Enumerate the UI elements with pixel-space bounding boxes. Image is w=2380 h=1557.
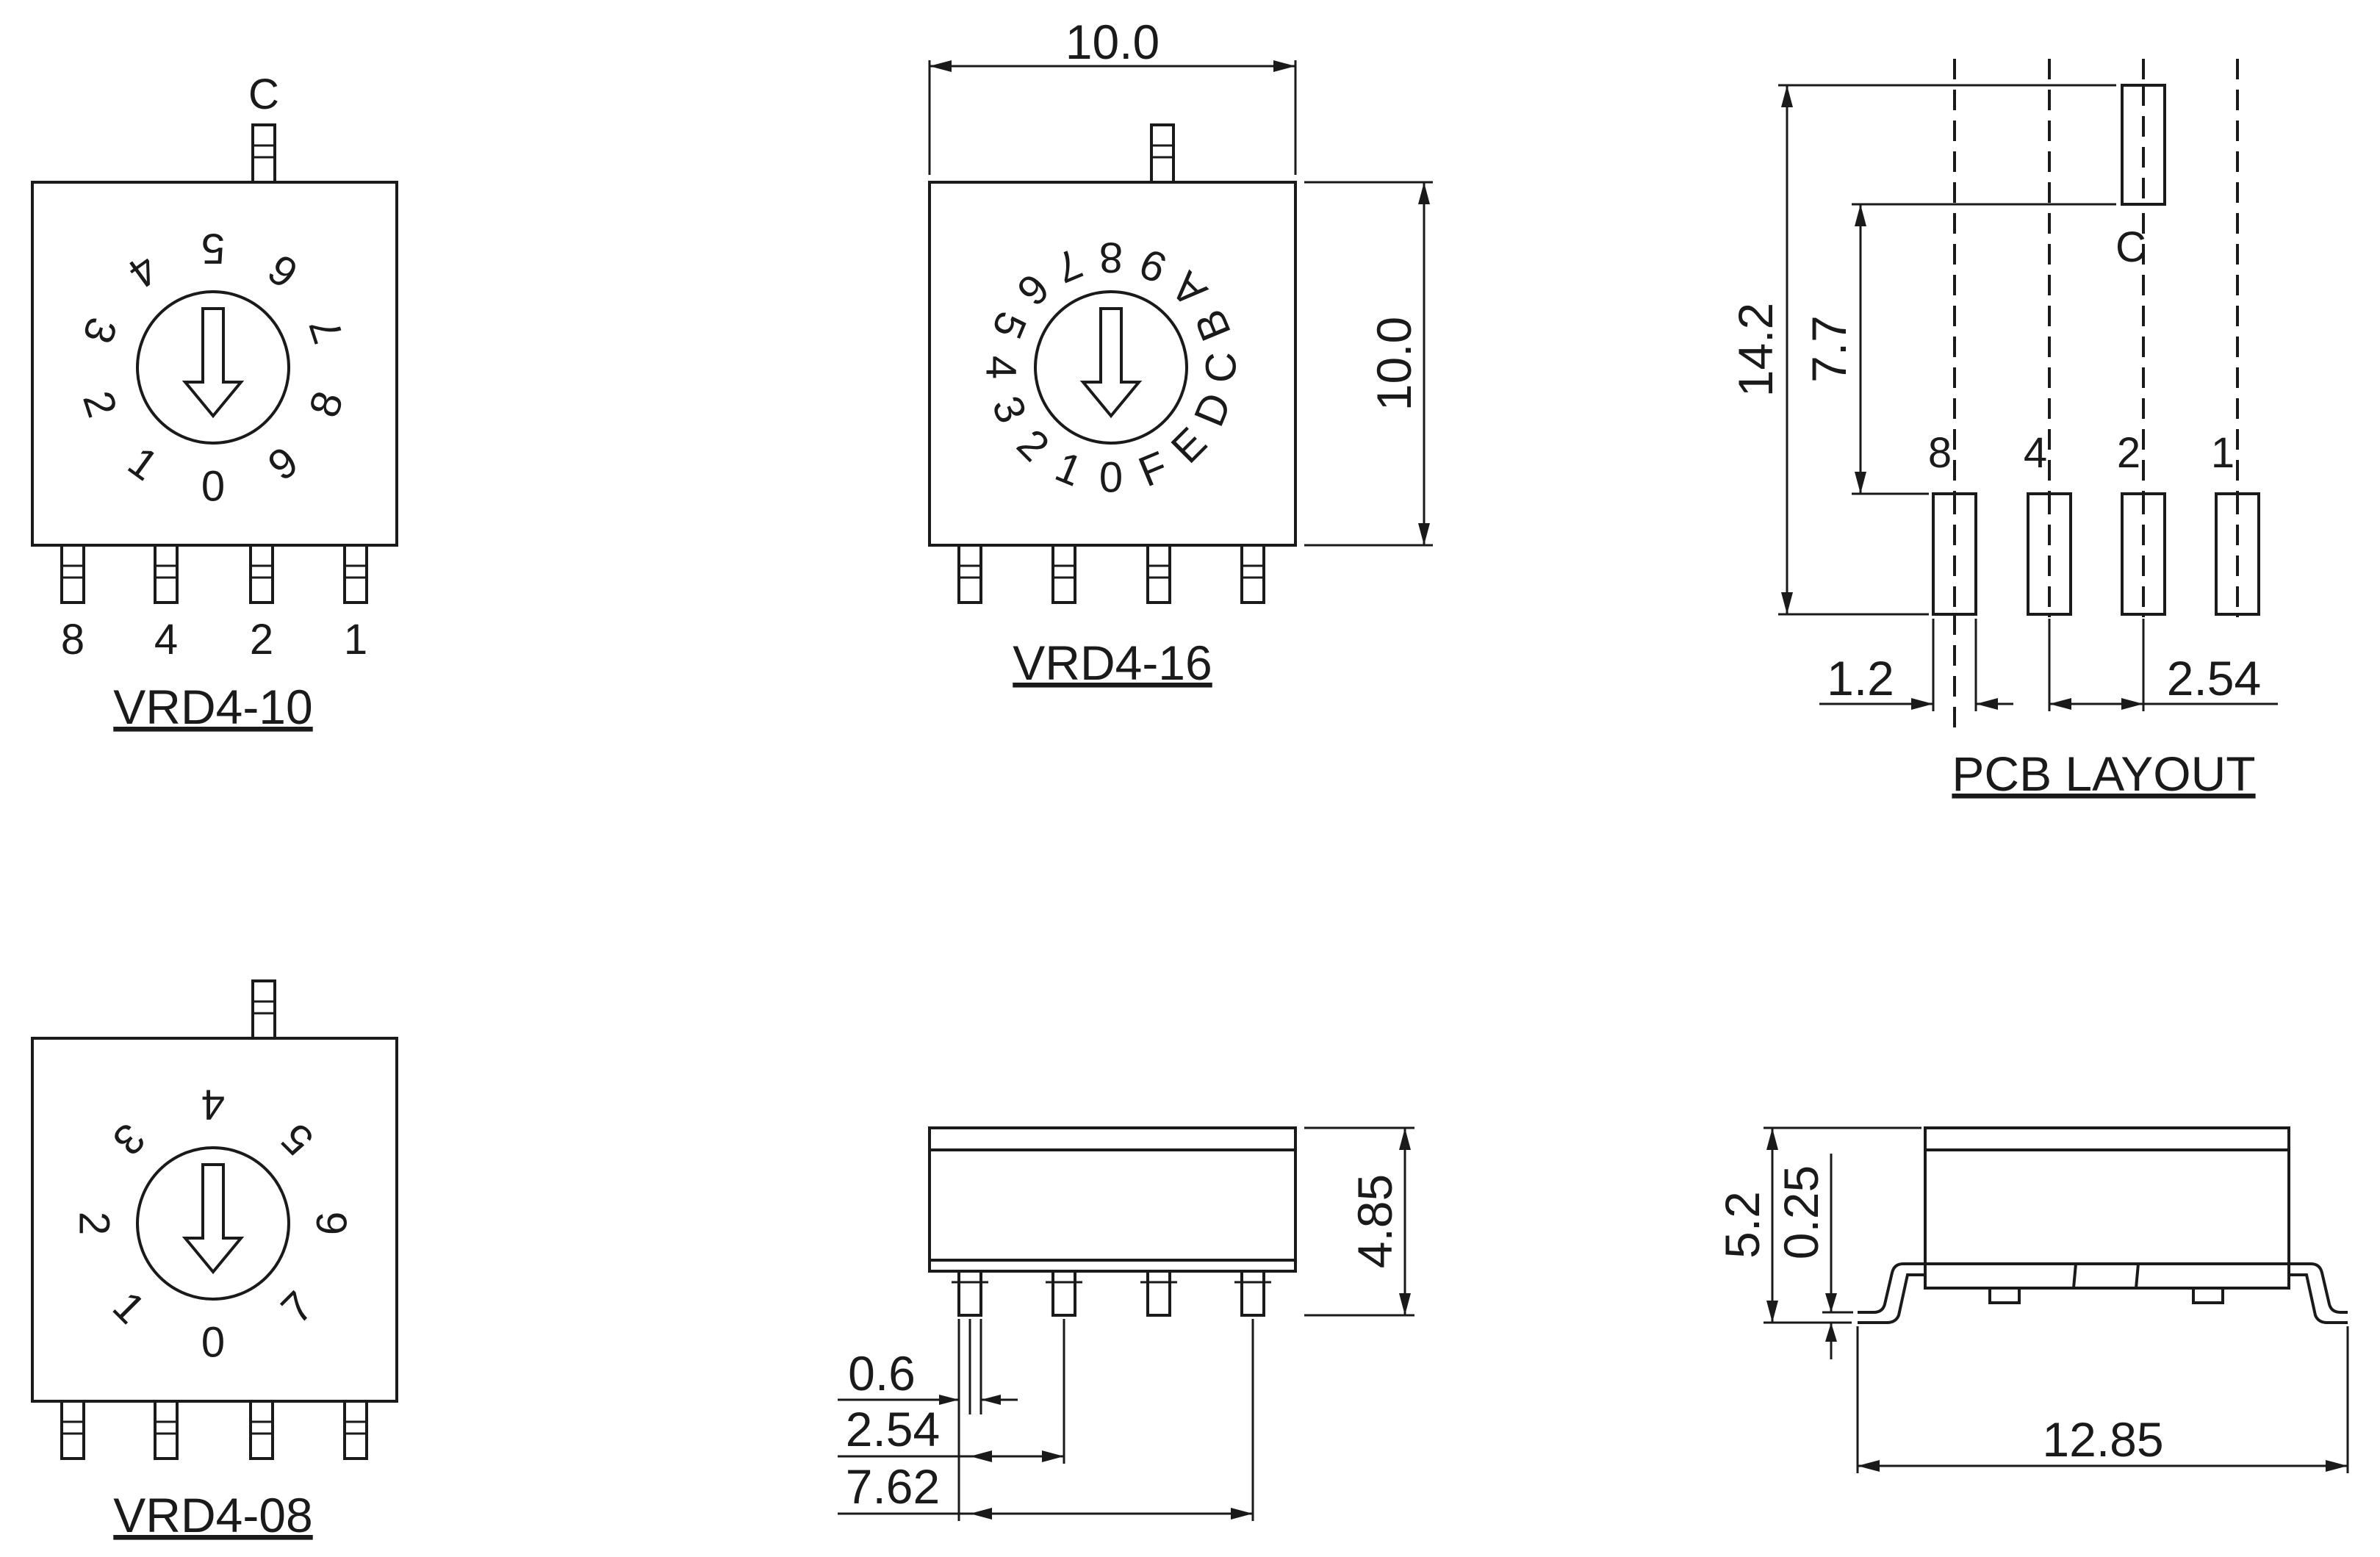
pcb-layout-title: PCB LAYOUT (1952, 747, 2255, 801)
vrd4-16-dial-label: 0 (1099, 454, 1123, 502)
vrd4-10-bottom-pins (60, 544, 368, 604)
pcb-common-label: C (2115, 223, 2146, 271)
side-view-lead-right (2289, 1262, 2348, 1324)
vrd4-10-common-pin (251, 123, 276, 184)
front-view-pins (952, 1270, 1271, 1317)
vrd4-10-dial-label: 5 (201, 225, 225, 273)
side-view-foot-right (2192, 1287, 2224, 1304)
front-view-body (928, 1126, 1297, 1273)
front-view-span-dim: 7.62 (846, 1459, 940, 1514)
vrd4-10-arrow-icon (181, 307, 245, 419)
vrd4-16-height-dim: 10.0 (1367, 317, 1421, 411)
side-view: 5.2 0.25 12.85 (1715, 1126, 2349, 1473)
pcb-pad-offset-dim: 7.7 (1802, 315, 1856, 383)
vrd4-08-arrow-icon (181, 1163, 245, 1275)
vrd4-16-dial-label: 8 (1099, 234, 1123, 281)
vrd4-16-title: VRD4-16 (1013, 636, 1212, 690)
side-view-length-dim: 12.85 (2042, 1412, 2163, 1467)
side-view-standoff-dim: 0.25 (1774, 1165, 1828, 1259)
vrd4-08-rotor (136, 1146, 290, 1301)
vrd4-08-bottom-pins (60, 1400, 368, 1460)
vrd4-10-pin-label-1: 1 (344, 616, 367, 664)
side-view-body (1924, 1126, 2290, 1290)
pcb-pad-width-dim: 1.2 (1827, 651, 1894, 705)
pcb-pads (1932, 492, 2260, 616)
front-view: 4.85 0.6 2.54 7.62 (838, 1126, 1414, 1521)
vrd4-08-dial-label: 0 (201, 1319, 225, 1367)
vrd4-16-common-pin (1150, 123, 1175, 184)
front-view-height-dim: 4.85 (1348, 1174, 1402, 1268)
pcb-pin-label-2: 2 (2117, 429, 2140, 477)
vrd4-08-dial-label: 6 (309, 1212, 356, 1235)
vrd4-16-body (928, 181, 1297, 547)
pcb-pitch-dim: 2.54 (2167, 651, 2261, 705)
vrd4-16-arrow-icon (1079, 307, 1143, 419)
vrd4-10-common-label: C (248, 71, 279, 118)
vrd4-10-pin-label-4: 4 (154, 616, 178, 664)
vrd4-10-dial-label: 0 (201, 463, 225, 511)
vrd4-08-dial-label: 4 (201, 1081, 225, 1129)
vrd4-16-rotor (1034, 290, 1188, 445)
pcb-layout-view: C 8 4 2 1 14.2 7.7 1.2 (1728, 59, 2278, 801)
vrd4-08-body (31, 1037, 398, 1403)
side-view-lead-left (1858, 1262, 1925, 1324)
vrd4-16-bottom-pins (957, 544, 1265, 604)
pcb-pin-label-8: 8 (1928, 429, 1952, 477)
vrd4-10-body (31, 181, 398, 547)
vrd4-08-dial-label: 2 (71, 1212, 118, 1235)
pcb-pin-label-4: 4 (2024, 429, 2047, 477)
vrd4-16-dial-label: 4 (977, 356, 1025, 379)
front-view-pin-width-dim: 0.6 (848, 1346, 916, 1400)
vrd4-10-pin-label-2: 2 (250, 616, 273, 664)
vrd4-08-title: VRD4-08 (113, 1488, 312, 1542)
pcb-total-height-dim: 14.2 (1728, 303, 1783, 397)
vrd4-10-rotor (136, 290, 290, 445)
side-view-height-dim: 5.2 (1715, 1191, 1769, 1259)
vrd4-16-width-dim: 10.0 (1065, 15, 1160, 69)
side-view-foot-left (1988, 1287, 2021, 1304)
vrd4-10-pin-label-8: 8 (61, 616, 85, 664)
pcb-pin-label-1: 1 (2211, 429, 2235, 477)
vrd4-16-dial-label: C (1198, 352, 1245, 383)
front-view-pitch-dim: 2.54 (846, 1402, 940, 1456)
vrd4-08-common-pin (251, 979, 276, 1040)
vrd4-10-title: VRD4-10 (113, 680, 312, 734)
